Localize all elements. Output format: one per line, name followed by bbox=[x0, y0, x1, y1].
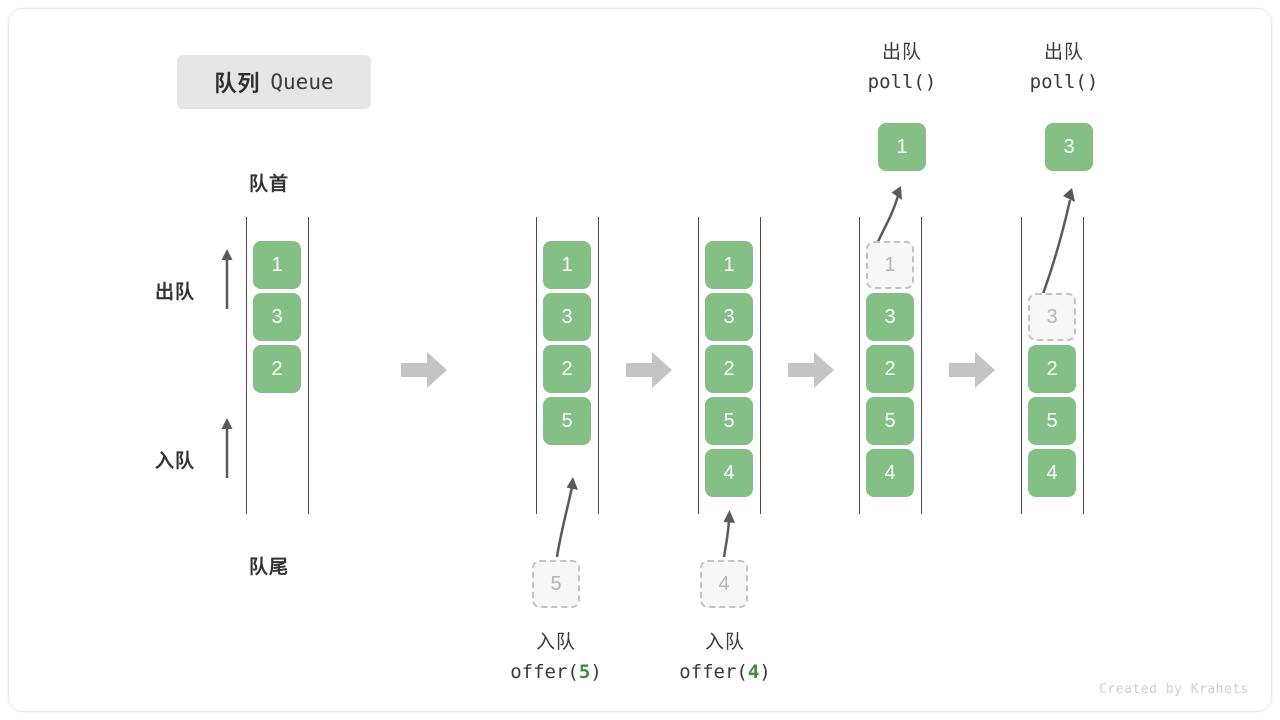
step-arrow-icon bbox=[401, 350, 447, 395]
queue-panel-offer-5: 1 3 2 5 bbox=[536, 217, 600, 514]
caption-code: poll() bbox=[1029, 70, 1099, 93]
queue-cell: 5 bbox=[543, 397, 591, 445]
queue-cell: 4 bbox=[866, 449, 914, 497]
caption-code: poll() bbox=[867, 70, 937, 93]
caption-offer-4: 入队 offer(4) bbox=[625, 629, 825, 686]
queue-cell: 3 bbox=[253, 293, 301, 341]
label-rear: 队尾 bbox=[249, 557, 290, 578]
caption-offer-5: 入队 offer(5) bbox=[456, 629, 656, 686]
step-arrow-icon bbox=[949, 350, 995, 395]
rail-right bbox=[921, 217, 922, 514]
caption-cn: 入队 bbox=[535, 632, 576, 653]
queue-cell: 1 bbox=[543, 241, 591, 289]
title-chinese: 队列 bbox=[214, 71, 261, 96]
queue-cell: 1 bbox=[253, 241, 301, 289]
step-arrow-icon bbox=[788, 350, 834, 395]
rail-left bbox=[536, 217, 537, 514]
queue-cell: 3 bbox=[866, 293, 914, 341]
incoming-element-4: 4 bbox=[700, 560, 748, 608]
queue-cell: 2 bbox=[253, 345, 301, 393]
rail-left bbox=[698, 217, 699, 514]
caption-code: offer(5) bbox=[510, 660, 602, 683]
queue-panel-offer-4: 1 3 2 5 4 bbox=[698, 217, 762, 514]
queue-cell: 2 bbox=[1028, 345, 1076, 393]
rail-right bbox=[1083, 217, 1084, 514]
label-enqueue: 入队 bbox=[155, 451, 196, 472]
caption-code: offer(4) bbox=[679, 660, 771, 683]
queue-cell: 5 bbox=[866, 397, 914, 445]
queue-cell: 1 bbox=[705, 241, 753, 289]
caption-cn: 入队 bbox=[704, 632, 745, 653]
queue-cell: 3 bbox=[543, 293, 591, 341]
enqueue-path-4-icon bbox=[722, 510, 735, 558]
queue-cell: 3 bbox=[705, 293, 753, 341]
outgoing-element-1: 1 bbox=[878, 123, 926, 171]
label-front: 队首 bbox=[249, 174, 290, 195]
queue-cell: 3 bbox=[1028, 293, 1076, 341]
queue-cell: 2 bbox=[543, 345, 591, 393]
queue-cell: 1 bbox=[866, 241, 914, 289]
queue-cell: 5 bbox=[1028, 397, 1076, 445]
caption-cn: 出队 bbox=[1043, 42, 1084, 63]
outgoing-element-3: 3 bbox=[1045, 123, 1093, 171]
credit-text: Created by Krahets bbox=[1099, 682, 1249, 697]
queue-cell: 2 bbox=[705, 345, 753, 393]
dequeue-path-3-icon bbox=[1038, 188, 1075, 303]
queue-panel-initial: 1 3 2 bbox=[246, 217, 310, 514]
queue-cell: 5 bbox=[705, 397, 753, 445]
queue-cell-empty bbox=[1028, 241, 1076, 289]
rail-left bbox=[246, 217, 247, 514]
caption-poll-1: 出队 poll() bbox=[802, 39, 1002, 96]
enqueue-path-5-icon bbox=[555, 477, 578, 558]
rail-right bbox=[760, 217, 761, 514]
caption-cn: 出队 bbox=[881, 42, 922, 63]
rail-right bbox=[308, 217, 309, 514]
queue-cell: 4 bbox=[1028, 449, 1076, 497]
rail-right bbox=[598, 217, 599, 514]
queue-panel-poll-1: 1 3 2 5 4 bbox=[859, 217, 923, 514]
enqueue-arrow-icon bbox=[219, 416, 235, 483]
rail-left bbox=[1021, 217, 1022, 514]
diagram-card: 队列 Queue 队首 队尾 出队 入队 1 3 2 1 3 bbox=[8, 8, 1272, 712]
caption-poll-3: 出队 poll() bbox=[964, 39, 1164, 96]
incoming-element-5: 5 bbox=[532, 560, 580, 608]
label-dequeue: 出队 bbox=[155, 282, 196, 303]
dequeue-arrow-icon bbox=[219, 247, 235, 314]
queue-cell: 4 bbox=[705, 449, 753, 497]
step-arrow-icon bbox=[626, 350, 672, 395]
queue-panel-poll-3: 3 2 5 4 bbox=[1021, 217, 1085, 514]
queue-cell: 2 bbox=[866, 345, 914, 393]
rail-left bbox=[859, 217, 860, 514]
title-english: Queue bbox=[270, 70, 334, 94]
diagram-title: 队列 Queue bbox=[177, 55, 371, 109]
